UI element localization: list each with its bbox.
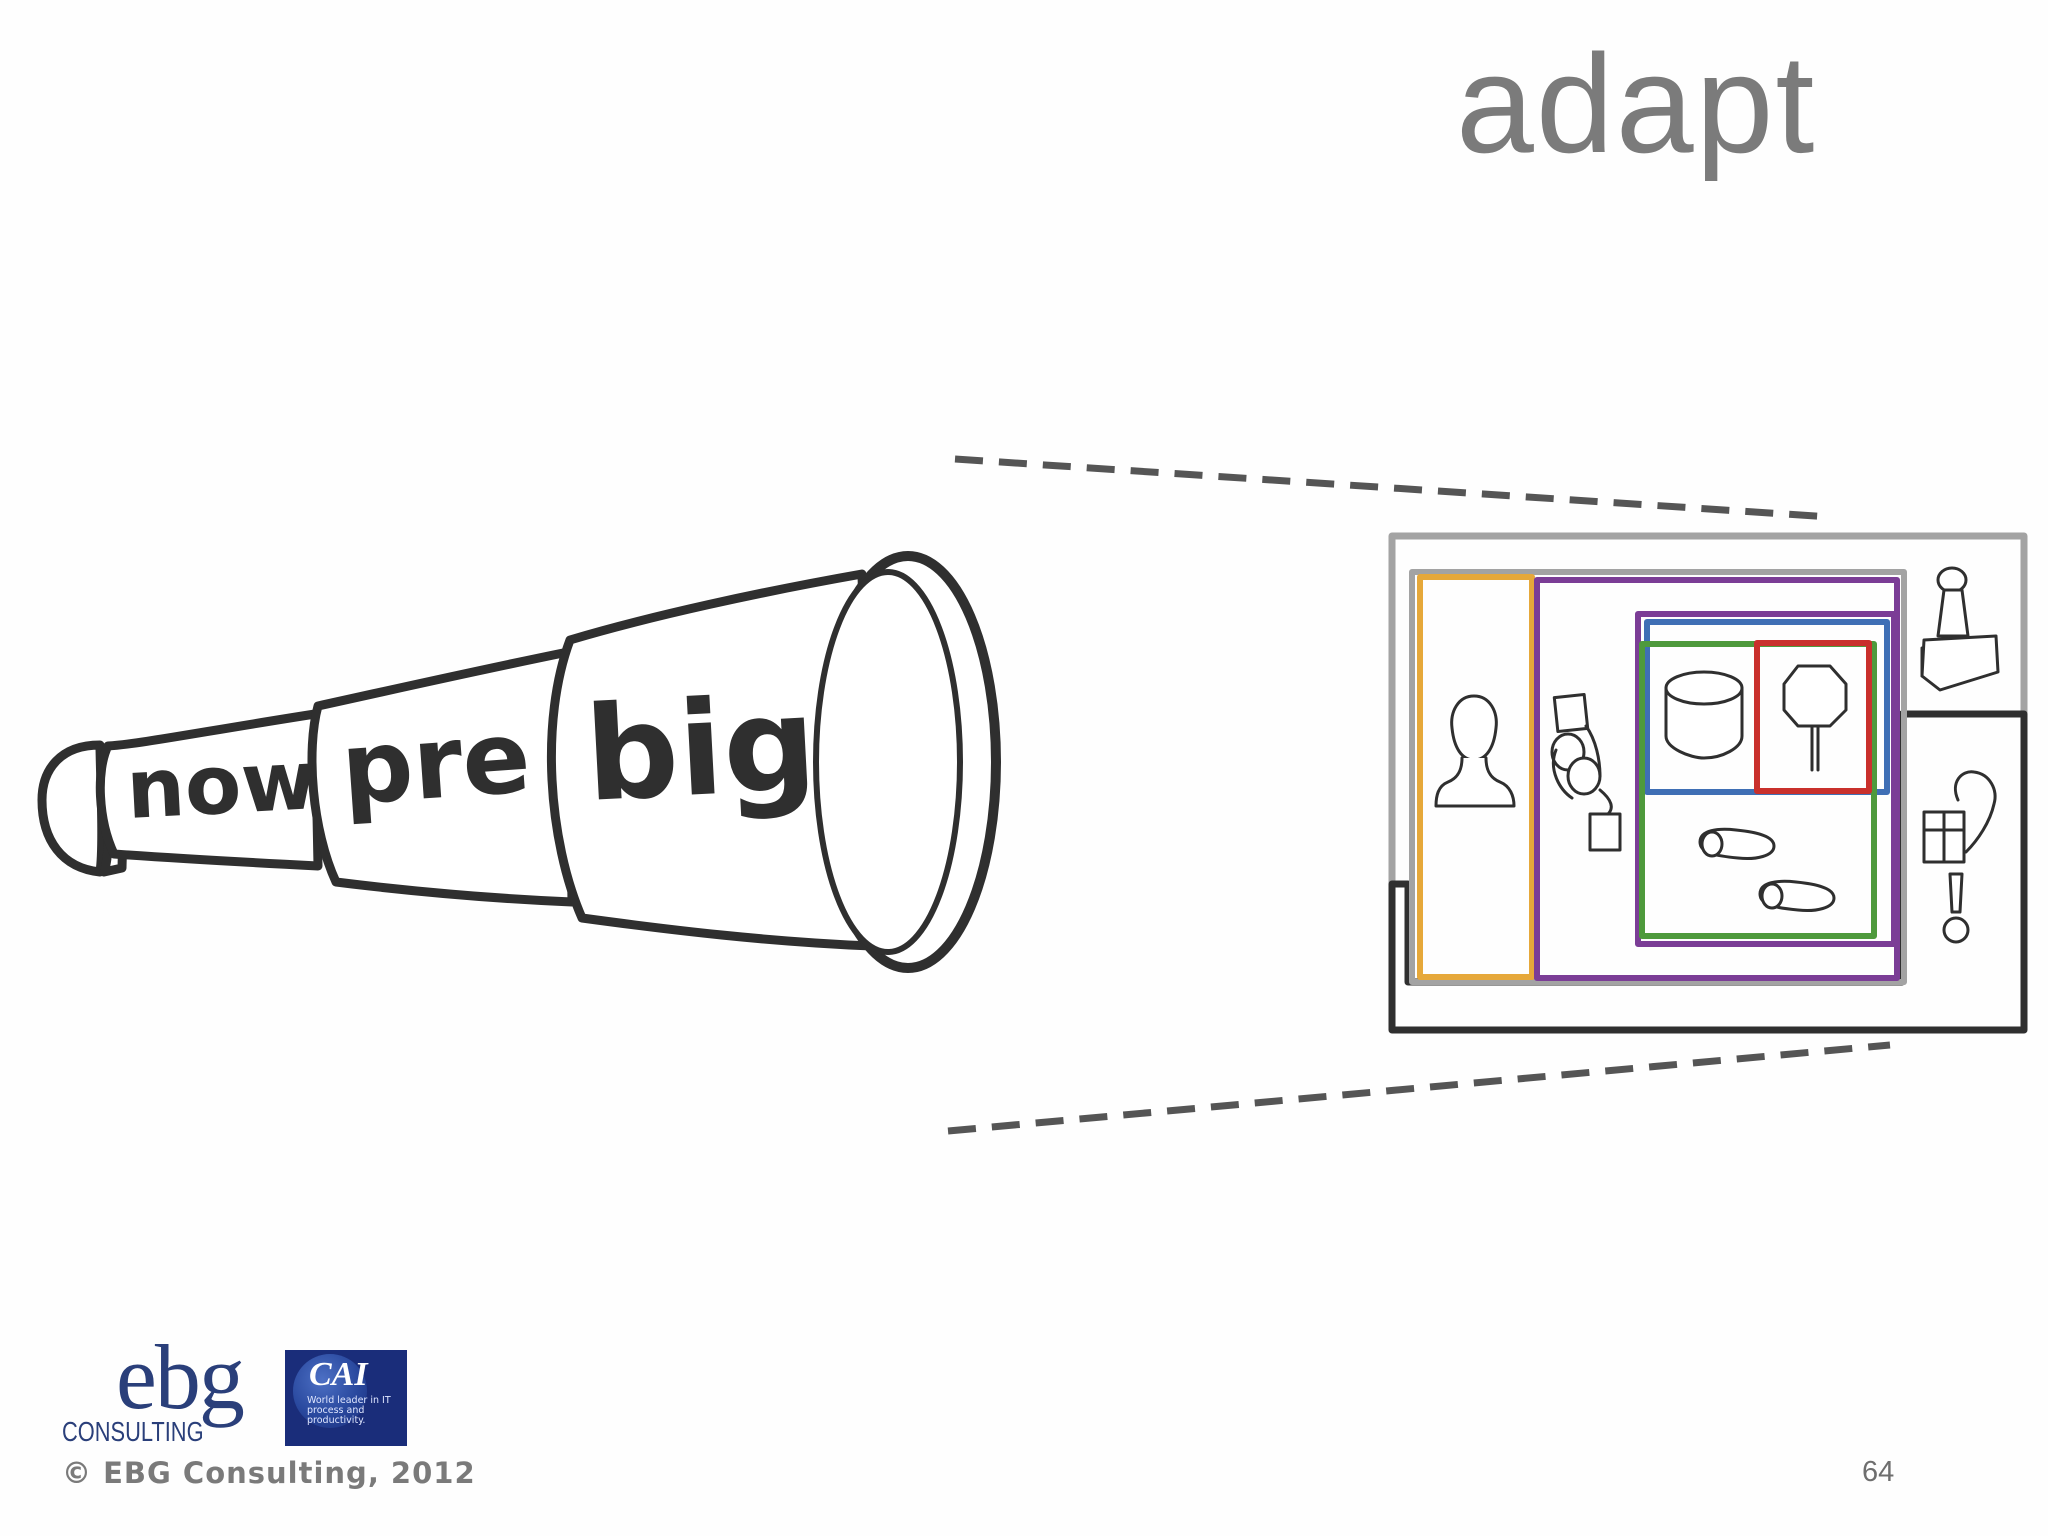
- outer-frame: [1388, 532, 2028, 884]
- cai-logo-tagline: World leader in IT process and productiv…: [307, 1395, 391, 1426]
- database-icon: [1664, 670, 1744, 760]
- telescope-label-pre: pre: [338, 698, 534, 828]
- copyright-notice: © EBG Consulting, 2012: [62, 1456, 476, 1490]
- gift-hook-icon: [1922, 770, 1997, 944]
- view-cone-top-line: [954, 455, 1831, 521]
- telescope-label-now: now: [124, 733, 319, 838]
- telescope-segment-pre: [307, 647, 577, 907]
- slide-title: adapt: [1456, 25, 1817, 182]
- ebg-logo-subtitle: CONSULTING: [62, 1416, 204, 1447]
- cai-logo: CAI World leader in IT process and produ…: [285, 1350, 407, 1446]
- inner-frame: [1409, 569, 1907, 985]
- ebg-logo-word: ebg: [116, 1326, 245, 1428]
- stamp-icon: [1920, 566, 2000, 692]
- stop-sign-icon: [1782, 664, 1848, 772]
- inner-purple-panel: [1635, 611, 1897, 947]
- globe-icon: [293, 1354, 367, 1428]
- red-panel: [1754, 640, 1872, 794]
- view-cone-bottom-line: [947, 1041, 1891, 1135]
- ebg-consulting-logo: ebg CONSULTING: [58, 1326, 245, 1454]
- telescope-icon: [37, 551, 1001, 973]
- telescope-segment-big: [546, 569, 877, 951]
- process-flow-icon: [1550, 693, 1622, 852]
- cai-logo-mark: CAI: [309, 1356, 368, 1393]
- footprints-icon: [1698, 827, 1836, 912]
- user-head-icon: [1434, 694, 1516, 808]
- framework-diagram: [1388, 532, 2028, 1034]
- telescope-segment-now: [95, 709, 323, 871]
- telescope-label-big: big: [582, 667, 820, 831]
- view-cone-lines: [947, 455, 1891, 1135]
- page-number: 64: [1862, 1456, 1895, 1488]
- user-panel: [1417, 574, 1535, 980]
- telescope-eyepiece: [37, 740, 107, 877]
